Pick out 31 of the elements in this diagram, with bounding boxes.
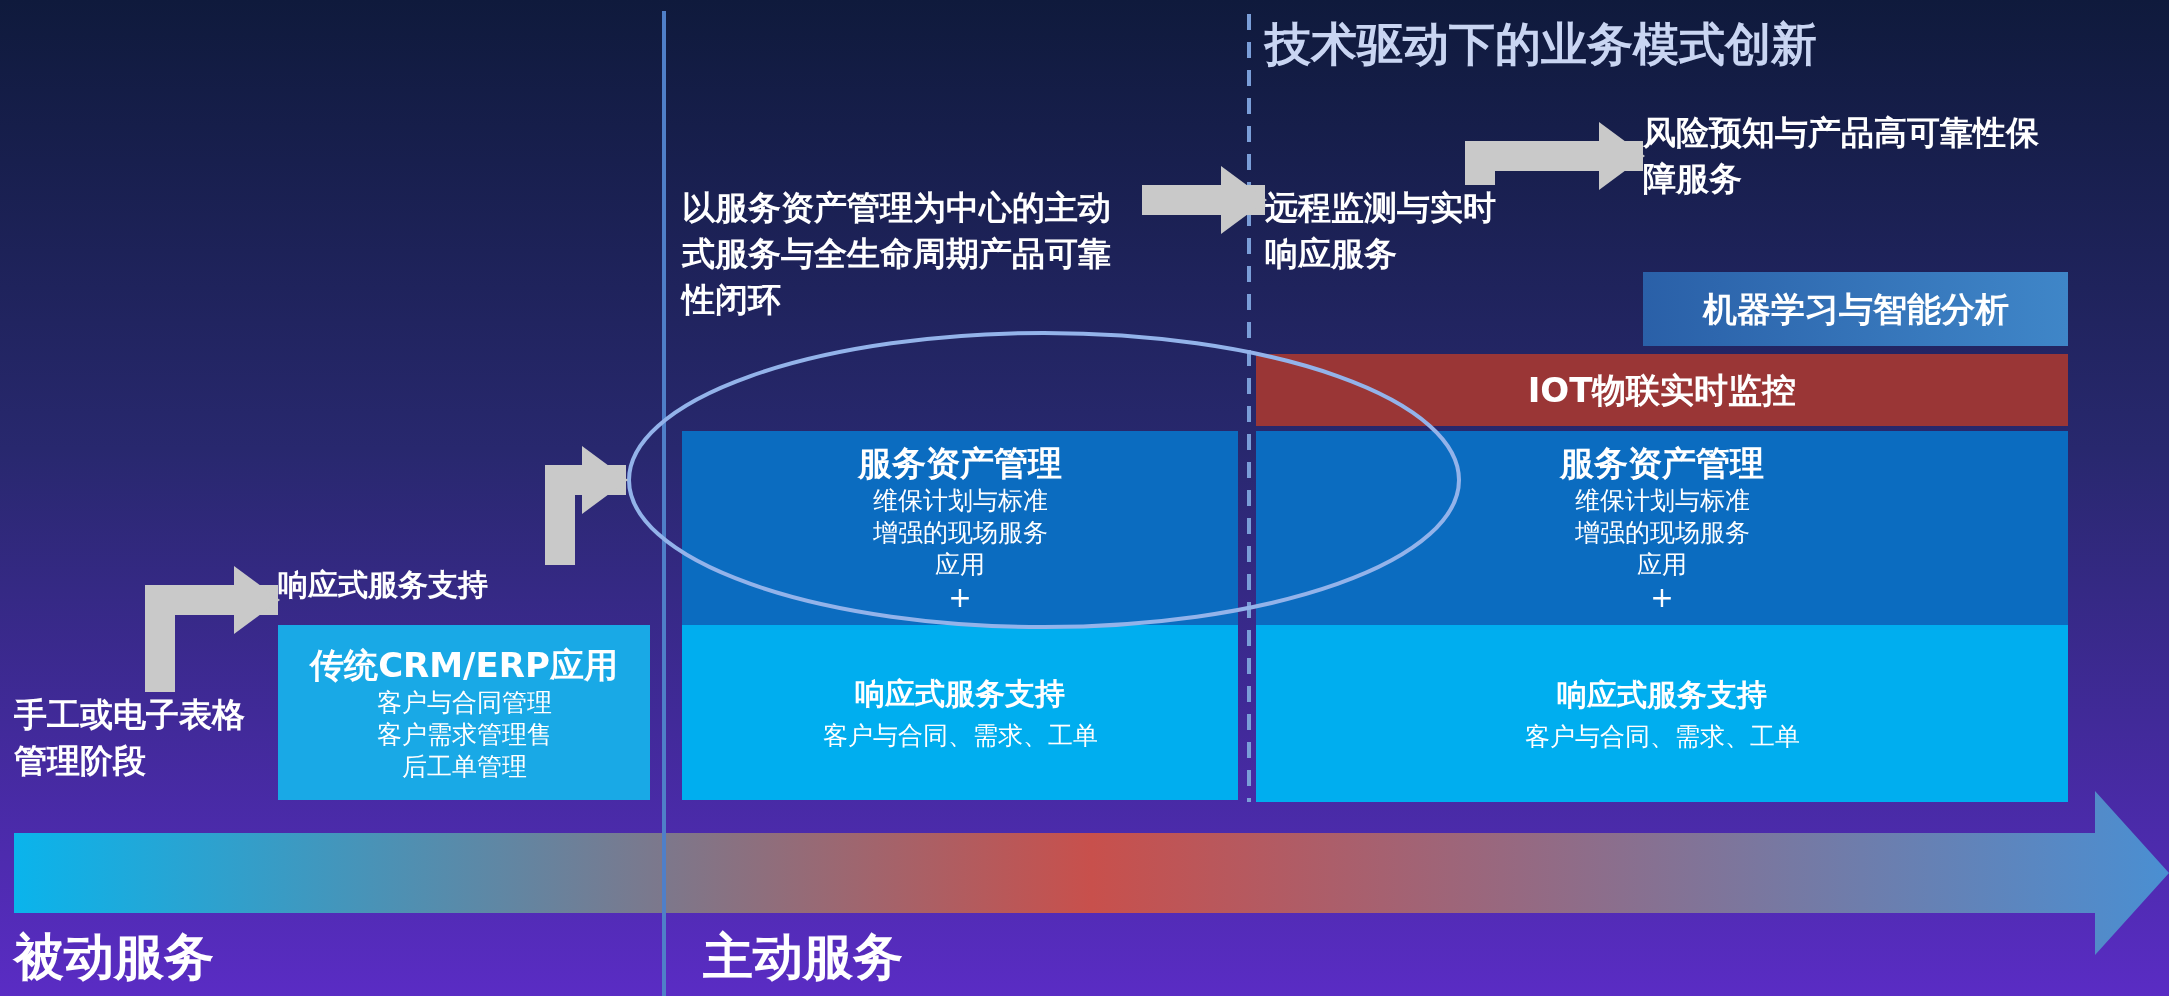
box-text: 客户与合同管理客户需求管理售后工单管理	[375, 686, 553, 783]
process-box	[682, 625, 1238, 800]
box-heading: 响应式服务支持	[855, 674, 1065, 713]
title: 技术驱动下的业务模式创新	[1265, 16, 1817, 73]
arrow	[145, 566, 280, 692]
process-box	[1256, 625, 2068, 802]
box-text: 客户与合同、需求、工单	[1524, 720, 1800, 753]
stage-text: 风险预知与产品高可靠性保障服务	[1643, 110, 2063, 202]
arrow	[1142, 166, 1267, 234]
process-box	[1256, 354, 2068, 426]
box-text: 客户与合同、需求、工单	[822, 719, 1098, 752]
box-title: 服务资产管理	[858, 442, 1062, 485]
arrow	[1465, 122, 1645, 190]
box-text: 维保计划与标准增强的现场服务应用	[871, 485, 1049, 581]
plus-sign: +	[948, 581, 972, 615]
box-title: IOT物联实时监控	[1527, 369, 1797, 412]
box-heading: 响应式服务支持	[1557, 675, 1767, 714]
stage-text: 以服务资产管理为中心的主动式服务与全生命周期产品可靠性闭环	[682, 185, 1142, 323]
stage-label: 主动服务	[703, 927, 903, 988]
box-text: 维保计划与标准增强的现场服务应用	[1573, 485, 1751, 581]
stage-text: 手工或电子表格管理阶段	[14, 692, 254, 784]
box-title: 传统CRM/ERP应用	[310, 643, 618, 687]
box-title: 机器学习与智能分析	[1702, 288, 2009, 331]
process-box	[1256, 431, 2068, 625]
plus-sign: +	[1650, 581, 1674, 615]
process-box	[1643, 272, 2068, 346]
box-heading: 响应式服务支持	[278, 566, 489, 604]
stage-label: 被动服务	[14, 927, 214, 988]
highlight-ellipse	[626, 330, 1462, 630]
box-title: 服务资产管理	[1560, 442, 1764, 485]
stage-text: 远程监测与实时响应服务	[1265, 185, 1505, 277]
